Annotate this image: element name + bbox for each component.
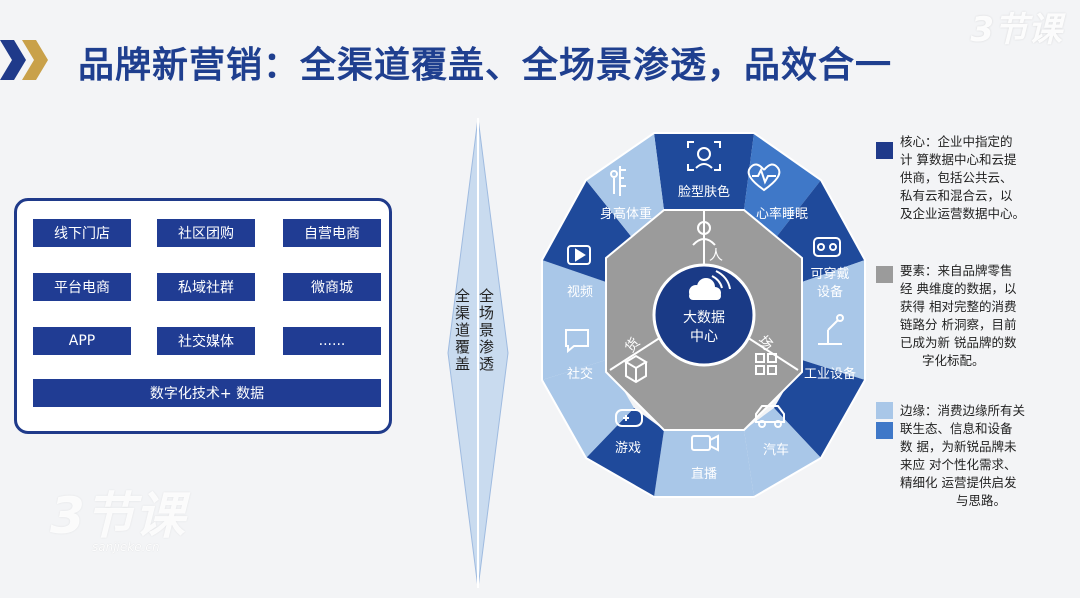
segment-social2-bg xyxy=(542,260,606,380)
legend-edge-swatch-light xyxy=(876,402,893,419)
watermark-url: sanjieke.cn xyxy=(92,540,160,554)
channel-micro-mall: 微商城 xyxy=(283,273,381,301)
center-label-1: 大数据 xyxy=(683,310,725,326)
segment-heart-bg xyxy=(744,133,821,240)
person-icon xyxy=(692,221,716,246)
title-chevron-icon xyxy=(0,40,48,80)
legend-core-text: 核心：企业中指定的计 算数据中心和云提供商，包括公共云、私有云和混合云，以及企业… xyxy=(900,134,1026,221)
center-circle xyxy=(652,263,756,367)
segment-industrial-bg xyxy=(802,260,865,380)
car-icon xyxy=(755,405,785,428)
legend-elements-swatch xyxy=(876,266,893,283)
label-person: 人 xyxy=(709,248,723,264)
center-label-2: 中心 xyxy=(690,329,718,345)
label-heart: 心率睡眠 xyxy=(756,206,808,222)
camera-icon xyxy=(691,434,719,452)
label-game: 游戏 xyxy=(615,441,641,456)
segment-face-bg xyxy=(654,133,754,210)
robot-arm-icon xyxy=(818,314,844,345)
gamepad-icon xyxy=(615,409,643,427)
watermark-logo: 3节课 xyxy=(970,10,1062,50)
segment-game-bg xyxy=(586,408,664,497)
label-video: 视频 xyxy=(567,285,593,300)
legend-elements-text: 要素：来自品牌零售经 典维度的数据，以获得 相对完整的消费链路分 析洞察，目前已… xyxy=(900,263,1017,368)
channel-social-media: 社交媒体 xyxy=(157,327,255,355)
tv-icon xyxy=(567,245,591,265)
label-wearable-2: 设备 xyxy=(817,284,843,300)
label-car: 汽车 xyxy=(763,442,789,458)
label-industrial: 工业设备 xyxy=(804,366,856,382)
label-body: 身高体重 xyxy=(600,206,652,222)
label-social: 社交 xyxy=(567,366,593,382)
channel-panel: 线下门店 社区团购 自营电商 平台电商 私域社群 微商城 APP 社交媒体 ..… xyxy=(14,198,392,434)
channel-community-group-buy: 社区团购 xyxy=(157,219,255,247)
legend-core-swatch xyxy=(876,142,893,159)
face-scan-icon xyxy=(687,141,721,171)
channel-offline-store: 线下门店 xyxy=(33,219,131,247)
strip-label-all-scene: 全场景渗透 xyxy=(477,288,495,373)
heart-rate-icon xyxy=(747,163,781,192)
label-wearable-1: 可穿戴 xyxy=(810,266,849,282)
chat-icon xyxy=(565,329,589,354)
segment-social-bg xyxy=(542,360,634,458)
page-title: 品牌新营销：全渠道覆盖、全场景渗透，品效合一 xyxy=(78,45,893,86)
grid-icon xyxy=(755,353,777,375)
channel-platform-ecommerce: 平台电商 xyxy=(33,273,131,301)
channel-private-community: 私域社群 xyxy=(157,273,255,301)
coverage-diamond-strip xyxy=(447,118,509,588)
height-scale-icon xyxy=(610,166,626,196)
box-icon xyxy=(624,354,648,384)
big-data-octagon-diagram: 脸型肤色 心率睡眠 可穿戴 设备 工业设备 汽车 直播 游戏 社交 视频 身高体… xyxy=(541,132,866,498)
channel-self-ecommerce: 自营电商 xyxy=(283,219,381,247)
segment-car-bg xyxy=(774,360,865,458)
legend-edge-text: 边缘：消费边缘所有关联生态、信息和设备数 据，为新锐品牌未来应 对个性化需求、精… xyxy=(900,403,1026,508)
cloud-icon xyxy=(689,278,721,300)
label-live: 直播 xyxy=(691,467,717,482)
channel-app: APP xyxy=(33,327,131,355)
segment-live-bg xyxy=(744,408,821,497)
segment-live2-bg xyxy=(654,430,754,497)
watermark-bottom-logo: 3节课 xyxy=(50,487,185,545)
channel-base-digital-tech: 数字化技术+ 数据 xyxy=(33,379,381,407)
wifi-icon xyxy=(711,270,731,290)
wearable-icon xyxy=(813,237,841,257)
strip-label-all-channel: 全渠道覆盖 xyxy=(453,288,471,373)
legend-edge-swatch-mid xyxy=(876,422,893,439)
label-face: 脸型肤色 xyxy=(678,184,730,200)
channel-more: ...... xyxy=(283,327,381,355)
